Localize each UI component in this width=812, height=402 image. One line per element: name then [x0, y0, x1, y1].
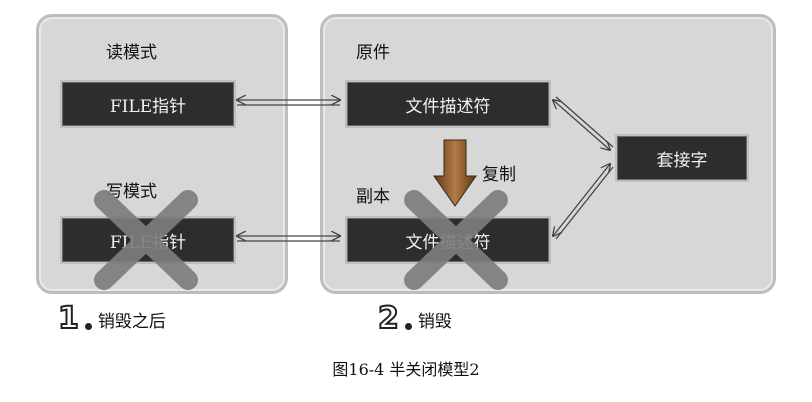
destroyed-cross-icon — [94, 190, 198, 290]
step-2-text: 销毁 — [417, 311, 452, 332]
double-arrow-bottom — [237, 236, 340, 242]
file-pointer-read-box: FILE指针 — [60, 80, 236, 128]
write-mode-label: 写模式 — [106, 182, 157, 202]
copy-label: 副本 — [356, 187, 390, 207]
arrow-fd1-socket — [553, 96, 614, 150]
step-dot-icon — [404, 322, 412, 330]
duplicate-label: 复制 — [482, 165, 516, 185]
read-mode-label: 读模式 — [106, 43, 157, 63]
step-1: 1 销毁之后 — [57, 301, 166, 336]
double-arrow-top — [237, 100, 340, 106]
file-descriptor-original-box: 文件描述符 — [345, 80, 551, 128]
original-label: 原件 — [356, 43, 390, 63]
step-2: 2 销毁 — [377, 301, 452, 336]
socket-box: 套接字 — [615, 134, 749, 182]
step-1-number: 1 — [57, 301, 80, 336]
figure-caption: 图16-4 半关闭模型2 — [332, 360, 480, 379]
step-dot-icon — [84, 322, 92, 330]
step-2-number: 2 — [377, 301, 400, 336]
arrow-fd2-socket — [553, 164, 614, 240]
step-1-text: 销毁之后 — [97, 311, 166, 332]
destroyed-cross-icon — [404, 190, 508, 290]
duplicate-arrow — [433, 139, 477, 207]
